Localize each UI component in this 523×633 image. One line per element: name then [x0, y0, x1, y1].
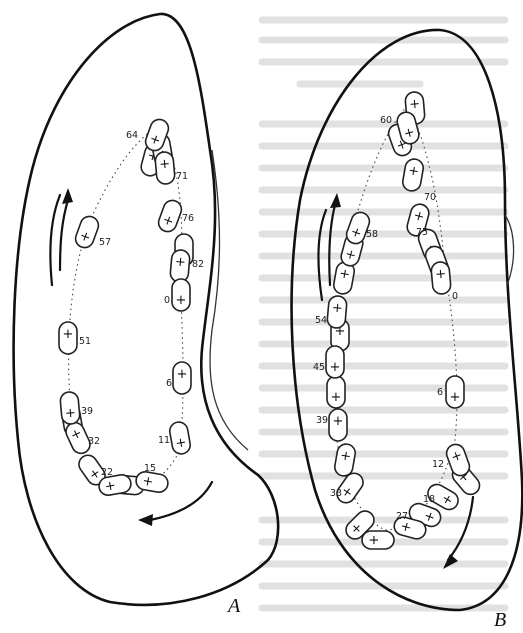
- plus-sign-icon: +: [64, 406, 76, 422]
- plus-sign-icon: +: [331, 301, 343, 317]
- tracked-cell: +: [333, 443, 356, 478]
- plus-sign-icon: +: [367, 535, 382, 546]
- time-point-label: 11: [158, 435, 170, 446]
- plus-sign-icon: +: [333, 414, 344, 429]
- time-point-label: 18: [423, 494, 435, 505]
- time-point-label: 22: [101, 467, 113, 478]
- time-point-label: 71: [176, 171, 188, 182]
- time-point-label: 6: [166, 378, 172, 389]
- panel-a: +++++++64+71+76+82+0+6+11+15+22+32+39+51…: [14, 14, 279, 617]
- panel-b-label: B: [494, 609, 506, 631]
- time-point-label: 51: [79, 336, 91, 347]
- time-point-label: 75: [416, 227, 428, 238]
- tracked-cell: +: [170, 249, 191, 282]
- time-point-label: 12: [432, 459, 444, 470]
- time-point-label: 64: [126, 130, 138, 141]
- time-point-label: 45: [313, 362, 325, 373]
- tracked-cell: +: [327, 295, 348, 328]
- tracked-cell: +: [326, 346, 344, 378]
- plus-sign-icon: +: [330, 360, 341, 375]
- tracked-cell: +: [155, 151, 176, 184]
- time-point-label: 0: [164, 295, 170, 306]
- tracked-cell: +: [172, 279, 190, 311]
- tracked-cells-a: +++++++64+71+76+82+0+6+11+15+22+32+39+51…: [59, 117, 204, 497]
- tracked-cell: +: [362, 531, 394, 549]
- plus-sign-icon: +: [176, 293, 187, 308]
- plus-sign-icon: +: [174, 255, 186, 271]
- plus-sign-icon: +: [177, 367, 188, 382]
- cell-outline-a: [14, 14, 279, 605]
- plus-sign-icon: +: [159, 157, 171, 173]
- tracked-cell: +: [156, 198, 184, 234]
- time-point-label: 54: [315, 315, 327, 326]
- time-point-label: 6: [437, 387, 443, 398]
- time-point-label: 32: [88, 436, 100, 447]
- plus-sign-icon: +: [63, 327, 74, 342]
- time-point-label: 0: [452, 291, 458, 302]
- tracked-cell: +: [329, 409, 347, 441]
- plus-sign-icon: +: [331, 390, 342, 405]
- time-point-label: 39: [81, 406, 93, 417]
- time-point-label: 57: [99, 237, 111, 248]
- tracked-cell: +: [60, 391, 81, 424]
- time-point-label: 60: [380, 115, 392, 126]
- tracked-cell: +: [168, 421, 191, 456]
- time-point-label: 39: [316, 415, 328, 426]
- time-point-label: 15: [144, 463, 156, 474]
- time-point-label: 58: [366, 229, 378, 240]
- time-point-label: 33: [330, 488, 342, 499]
- tracked-cell: +: [327, 376, 345, 408]
- time-point-label: 76: [182, 213, 194, 224]
- panel-a-label: A: [226, 595, 241, 617]
- tracked-cell: +: [59, 322, 77, 354]
- tracked-cell: +: [73, 214, 101, 250]
- time-point-label: 82: [192, 259, 204, 270]
- tracked-cell: +: [431, 261, 452, 294]
- plus-sign-icon: +: [435, 267, 447, 283]
- plus-sign-icon: +: [450, 390, 461, 405]
- tracked-cell: +: [446, 376, 464, 408]
- tracked-cell: +: [173, 362, 191, 394]
- time-point-label: 27: [396, 511, 408, 522]
- time-point-label: 70: [424, 192, 436, 203]
- plus-sign-icon: +: [409, 97, 421, 113]
